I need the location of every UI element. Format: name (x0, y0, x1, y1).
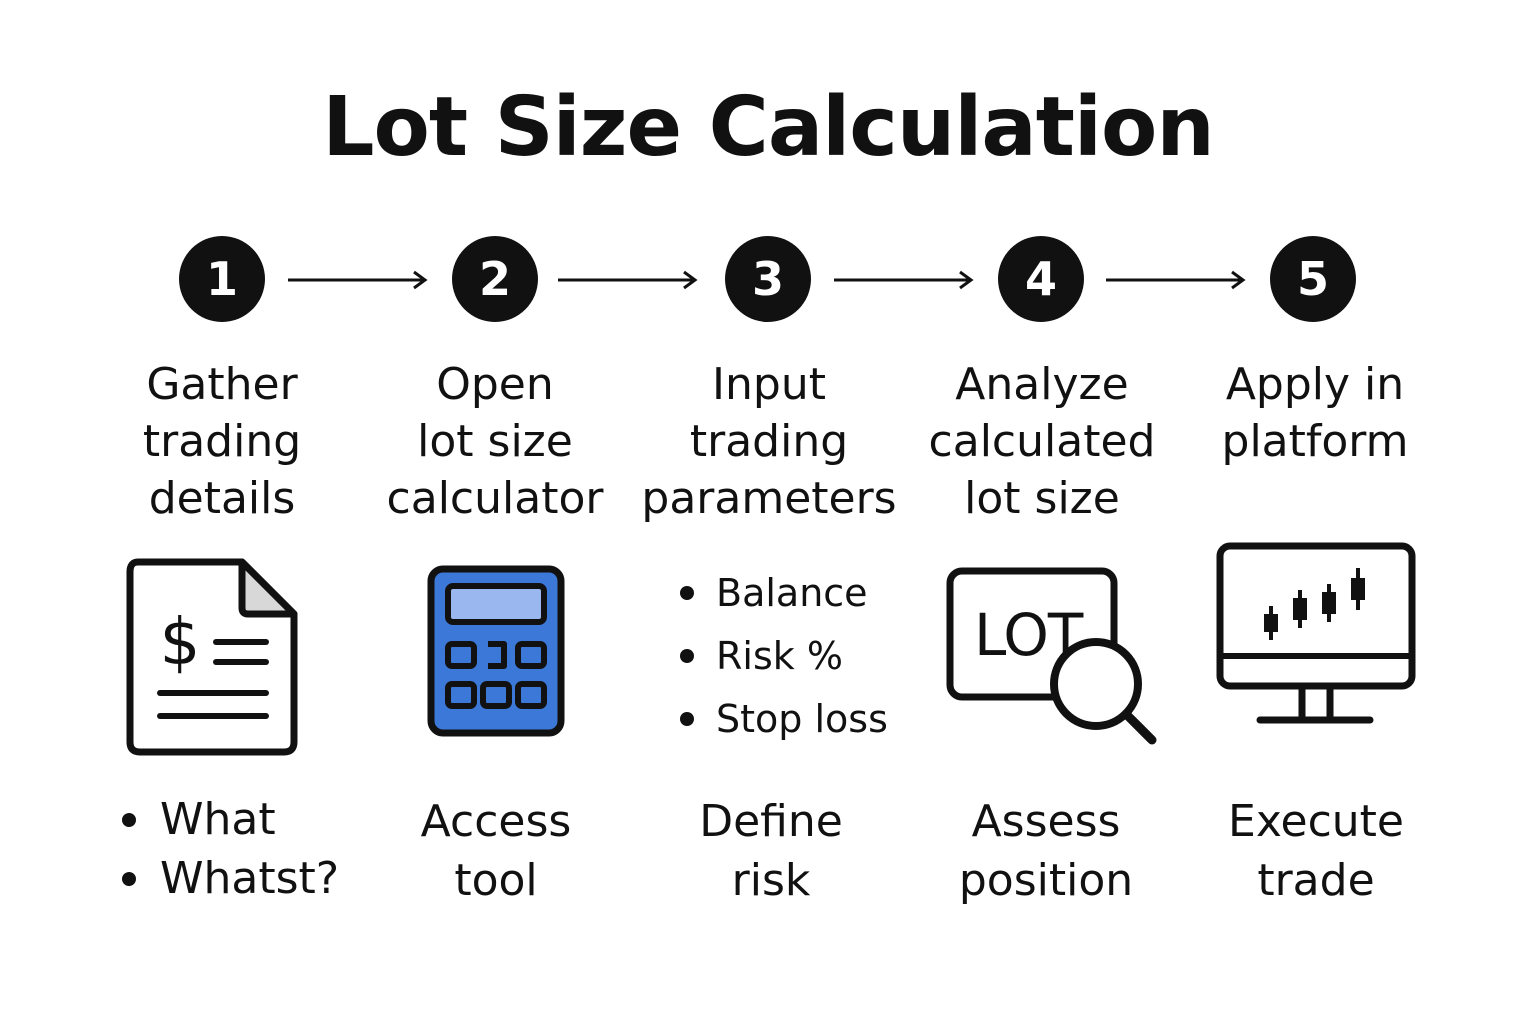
step-5-number: 5 (1270, 236, 1356, 322)
arrow-right-icon (834, 270, 974, 290)
step-4-number: 4 (998, 236, 1084, 322)
step-4-label: Analyze calculated lot size (928, 359, 1156, 524)
lot-magnifier-icon: LOT (944, 562, 1160, 746)
step-3-sublabel: Define risk (699, 796, 843, 906)
lot-box-magnifier-graphic (946, 567, 1157, 745)
arrow-right-icon (558, 270, 698, 290)
calculator-icon (427, 565, 565, 737)
step-2-label: Open lot size calculator (386, 359, 604, 524)
list-item: Balance (680, 562, 888, 625)
step-1-number: 1 (179, 236, 265, 322)
step-2-number: 2 (452, 236, 538, 322)
list-item: Risk % (680, 625, 888, 688)
step-5-label: Apply in platform (1221, 359, 1409, 467)
step-3-label: Input trading parameters (641, 359, 897, 524)
gather-bullet-list: What Whatst? (122, 790, 339, 908)
arrow-right-icon (288, 270, 428, 290)
list-item: What (122, 790, 339, 849)
step-1-label: Gather trading details (142, 359, 302, 524)
monitor-candlestick-icon (1216, 542, 1416, 724)
svg-text:$: $ (160, 606, 201, 680)
list-item: Stop loss (680, 688, 888, 751)
step-5-sublabel: Execute trade (1228, 796, 1404, 906)
page-title: Lot Size Calculation (322, 80, 1214, 175)
lot-text: LOT (974, 601, 1083, 669)
parameter-list: Balance Risk % Stop loss (680, 562, 888, 751)
arrow-right-icon (1106, 270, 1246, 290)
list-item: Whatst? (122, 849, 339, 908)
document-dollar-icon: $ (126, 558, 298, 756)
step-4-sublabel: Assess position (958, 796, 1134, 906)
step-3-number: 3 (725, 236, 811, 322)
step-2-sublabel: Access tool (420, 796, 572, 906)
